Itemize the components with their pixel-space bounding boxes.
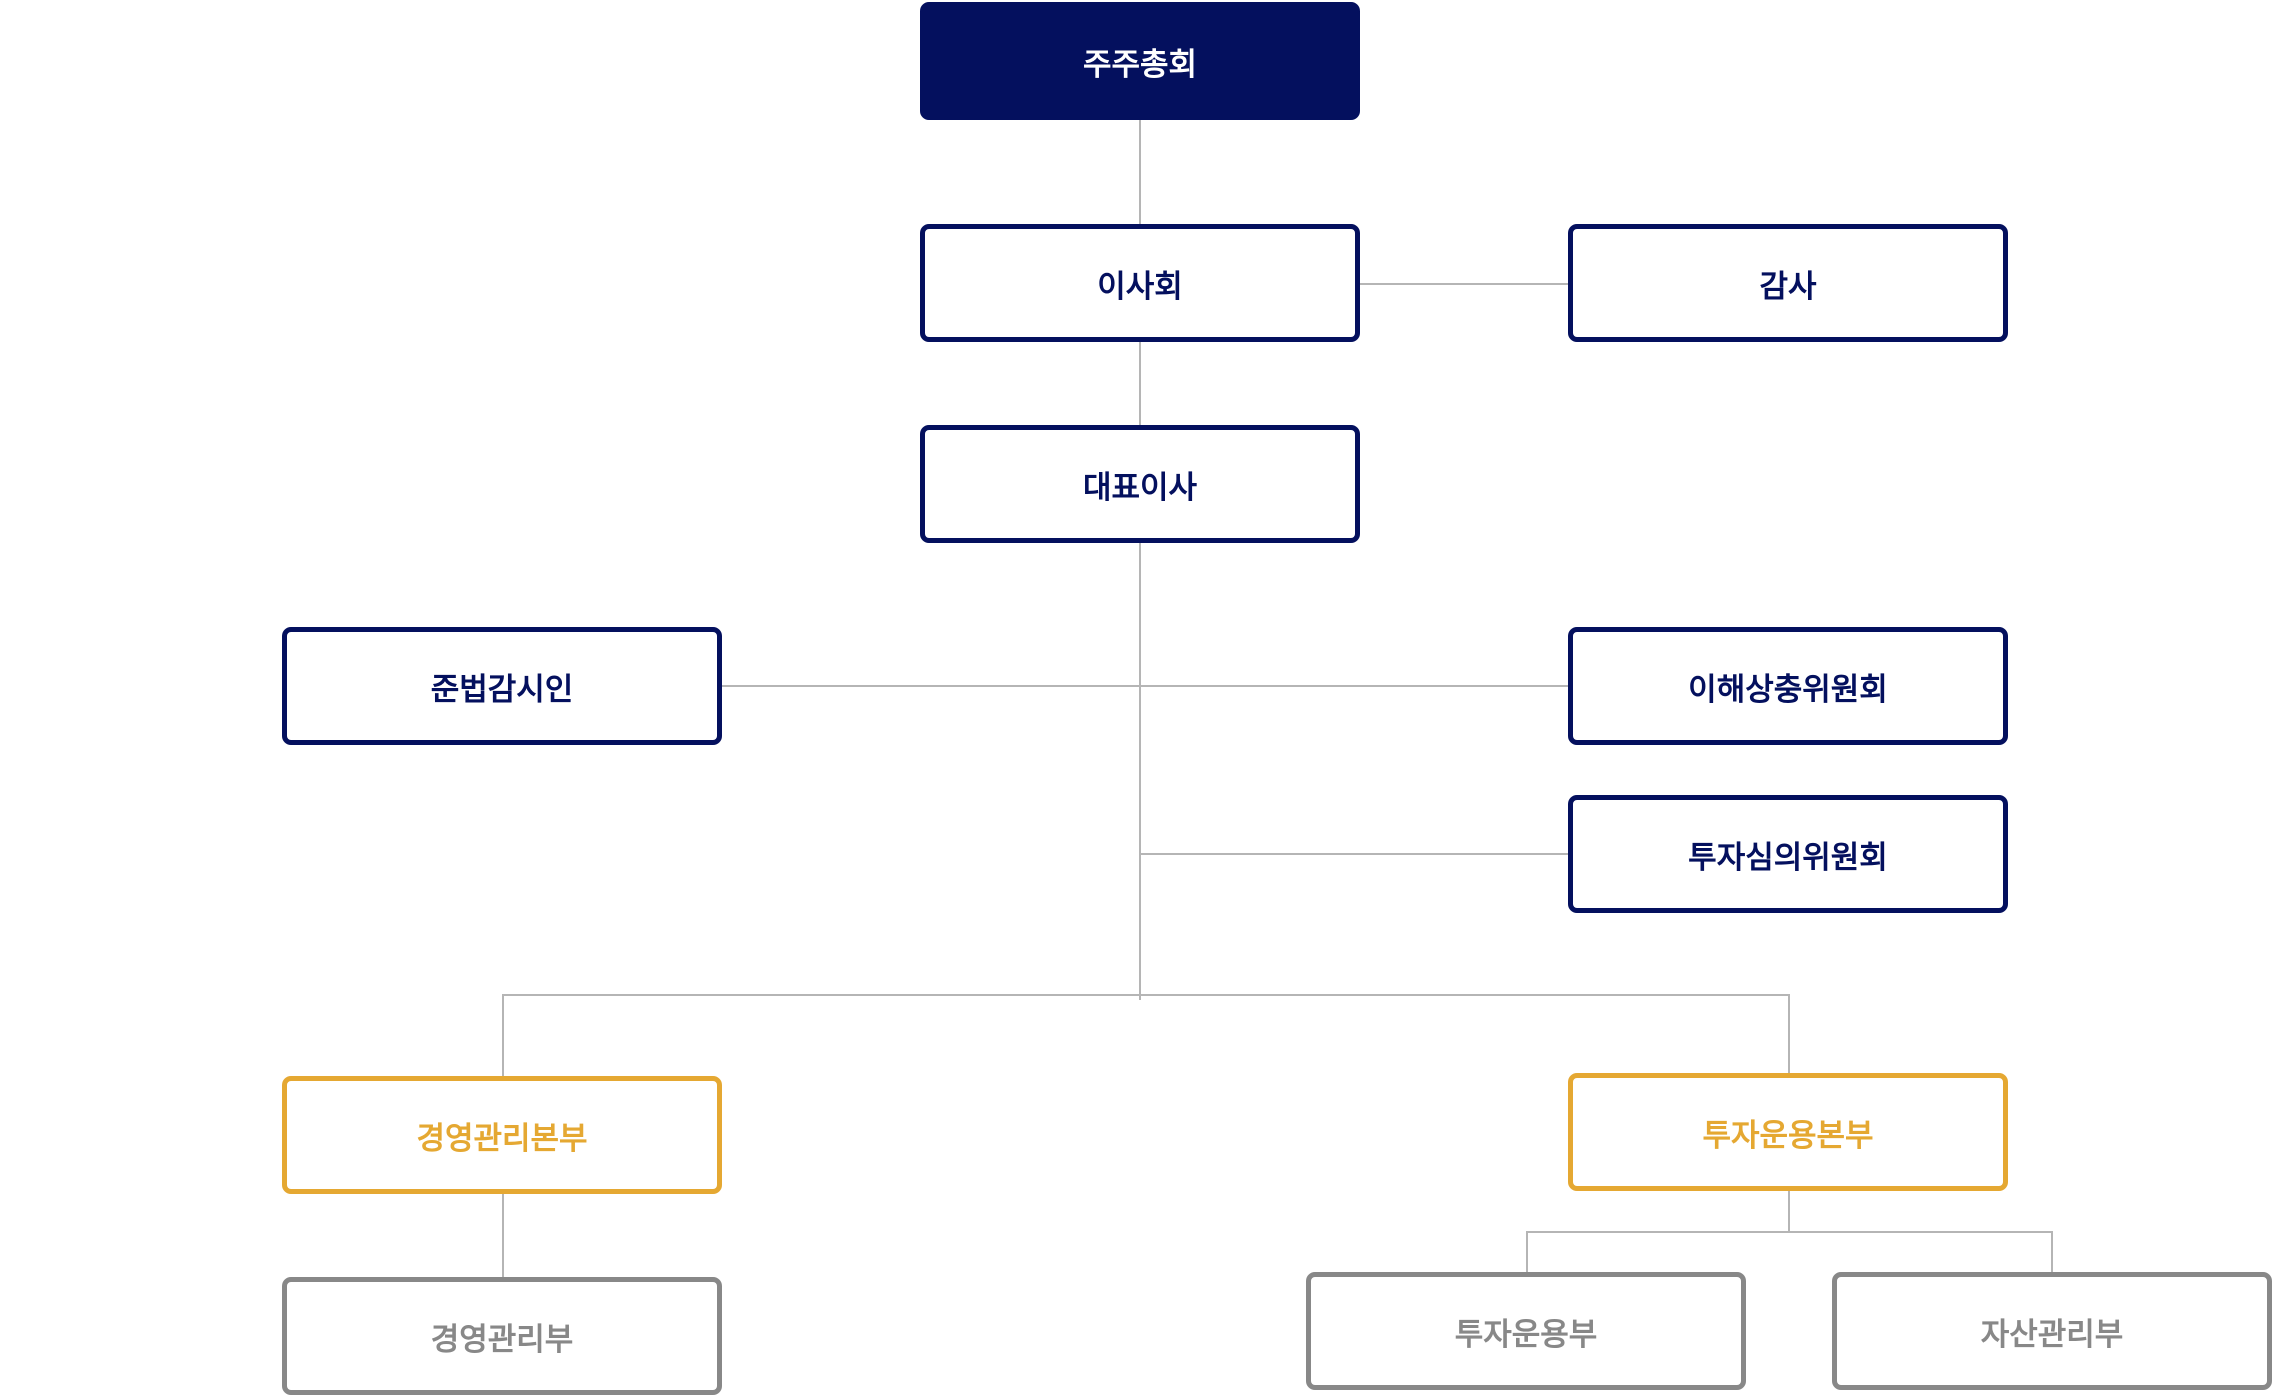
node-asset-dept: 자산관리부 xyxy=(1832,1272,2272,1390)
node-ceo: 대표이사 xyxy=(920,425,1360,543)
connector-line xyxy=(1526,1231,2053,1233)
node-compliance: 준법감시인 xyxy=(282,627,722,745)
connector-line xyxy=(722,685,1568,687)
connector-line xyxy=(1788,1190,1790,1232)
connector-line xyxy=(1360,283,1568,285)
node-auditor: 감사 xyxy=(1568,224,2008,342)
connector-line xyxy=(1526,1231,1528,1273)
node-investment-dept: 투자운용부 xyxy=(1306,1272,1746,1390)
node-investment-committee: 투자심의위원회 xyxy=(1568,795,2008,913)
connector-line xyxy=(502,994,504,1078)
node-management-hq: 경영관리본부 xyxy=(282,1076,722,1194)
connector-line xyxy=(502,994,1790,996)
node-investment-hq: 투자운용본부 xyxy=(1568,1073,2008,1191)
connector-line xyxy=(2051,1231,2053,1273)
connector-line xyxy=(1788,994,1790,1078)
connector-line xyxy=(1139,120,1141,1000)
connector-line xyxy=(1140,853,1568,855)
node-conflict-committee: 이해상충위원회 xyxy=(1568,627,2008,745)
connector-line xyxy=(502,1194,504,1278)
node-board: 이사회 xyxy=(920,224,1360,342)
node-management-dept: 경영관리부 xyxy=(282,1277,722,1395)
node-shareholders: 주주총회 xyxy=(920,2,1360,120)
